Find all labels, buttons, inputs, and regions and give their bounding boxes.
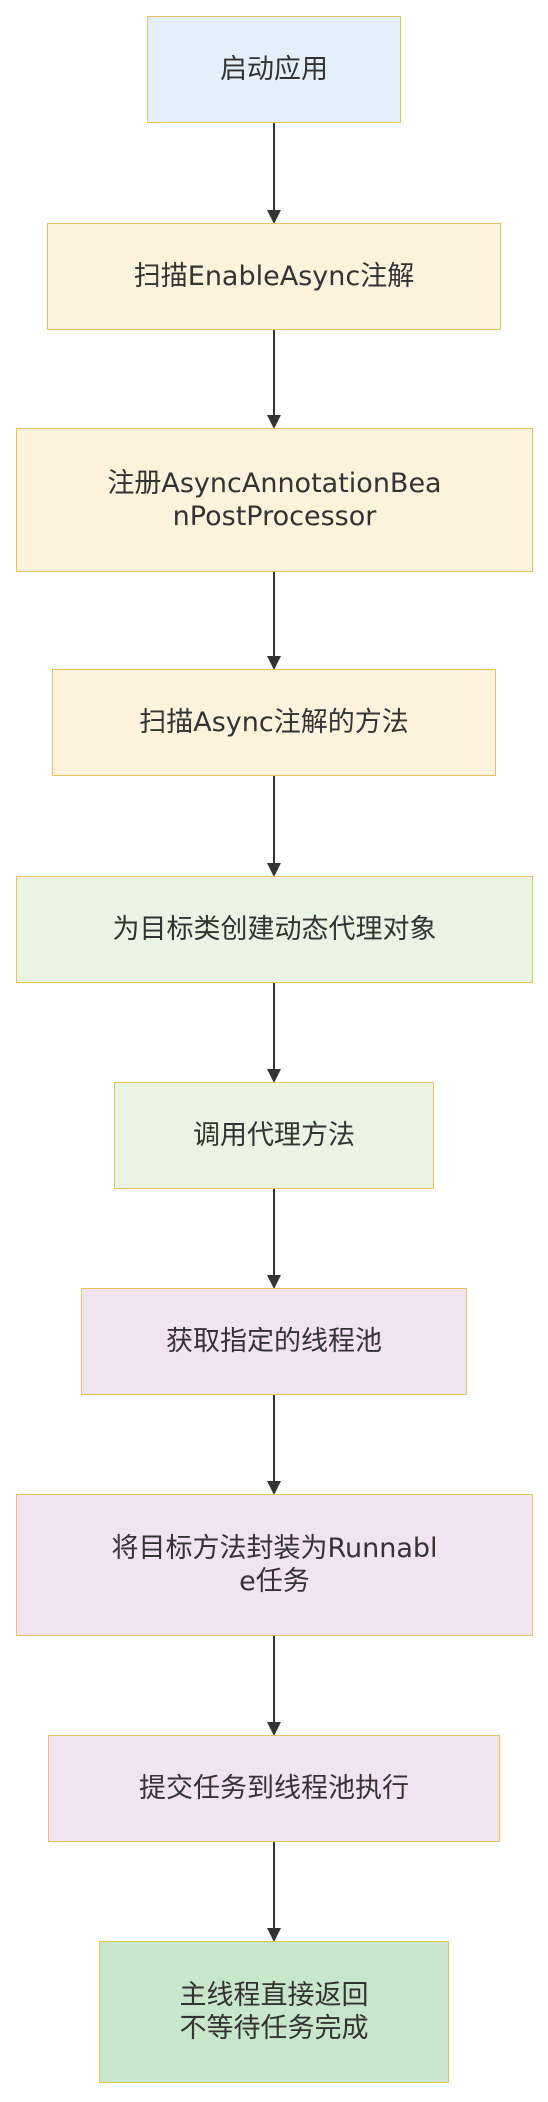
node-label: 启动应用 <box>220 54 328 85</box>
node-label: 主线程直接返回 不等待任务完成 <box>179 1980 369 2044</box>
node-submit-to-pool: 提交任务到线程池执行 <box>48 1735 500 1842</box>
node-get-thread-pool: 获取指定的线程池 <box>81 1288 467 1395</box>
node-label: 将目标方法封装为Runnabl e任务 <box>111 1533 438 1597</box>
node-label: 扫描EnableAsync注解 <box>133 261 415 292</box>
node-label: 为目标类创建动态代理对象 <box>112 914 437 945</box>
node-label: 提交任务到线程池执行 <box>139 1773 409 1804</box>
node-label: 获取指定的线程池 <box>166 1326 382 1357</box>
node-invoke-proxy-method: 调用代理方法 <box>114 1082 434 1189</box>
node-scan-async-methods: 扫描Async注解的方法 <box>52 669 496 776</box>
node-create-dynamic-proxy: 为目标类创建动态代理对象 <box>16 876 533 983</box>
node-wrap-runnable: 将目标方法封装为Runnabl e任务 <box>16 1494 533 1636</box>
node-label: 扫描Async注解的方法 <box>139 707 409 738</box>
node-register-post-processor: 注册AsyncAnnotationBea nPostProcessor <box>16 428 533 572</box>
node-label: 注册AsyncAnnotationBea nPostProcessor <box>107 468 442 532</box>
node-scan-enable-async: 扫描EnableAsync注解 <box>47 223 501 330</box>
node-start-app: 启动应用 <box>147 16 401 123</box>
node-main-thread-returns: 主线程直接返回 不等待任务完成 <box>99 1941 449 2083</box>
node-label: 调用代理方法 <box>193 1120 355 1151</box>
